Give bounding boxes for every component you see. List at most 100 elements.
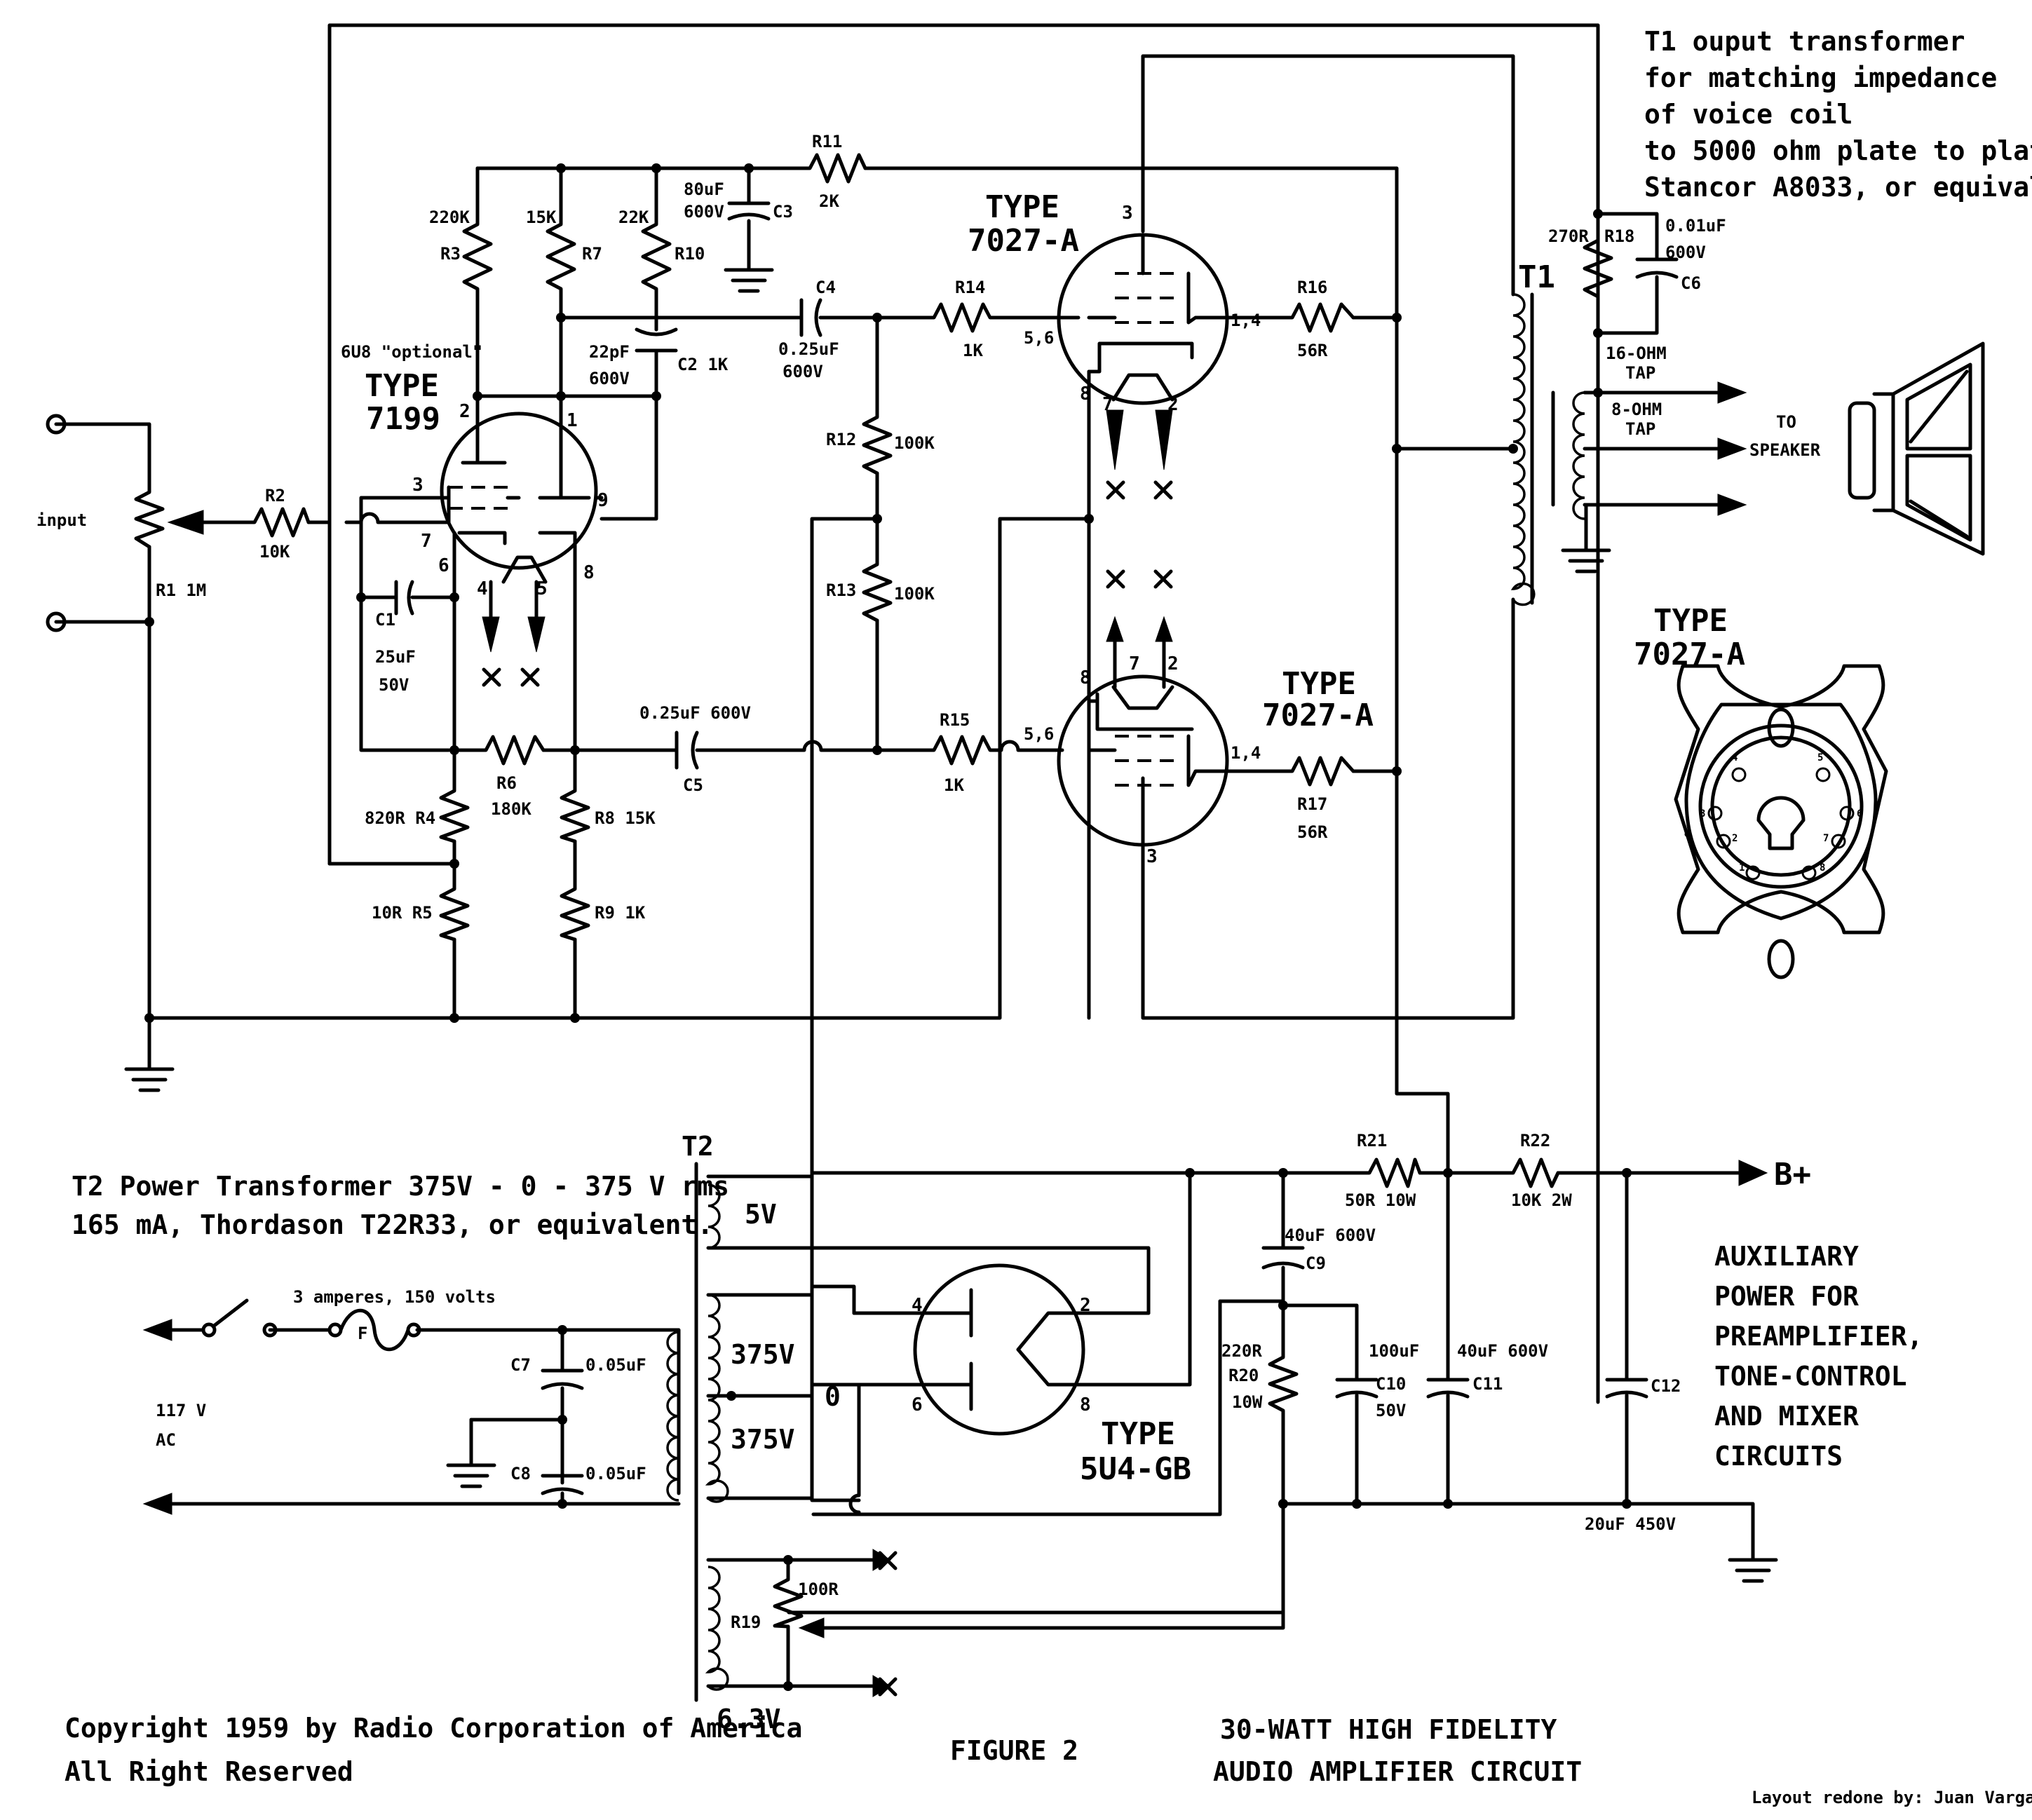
c2-value-2: 600V (589, 369, 630, 388)
r19-value: 100R (798, 1580, 839, 1599)
v1-pin-6: 6 (438, 555, 449, 576)
resistor-r4 (439, 783, 470, 843)
pre-optional: 6U8 "optional" (341, 342, 482, 362)
r3-label: R3 (440, 244, 461, 264)
grounds (124, 264, 1778, 1583)
c4-value-1: 0.25uF (778, 339, 839, 359)
speaker-icon (1848, 341, 1985, 556)
pin-label-14-top: 1,4 (1231, 311, 1261, 330)
resistor-r16 (1285, 302, 1355, 333)
pin-label-56-bottom: 5,6 (1024, 724, 1054, 744)
transformer-t1 (1510, 292, 1585, 606)
r13-value: 100K (894, 584, 935, 604)
v2-model: 7027-A (968, 223, 1079, 259)
pin-numbers: 2 1 3 9 7 6 4 5 8 3 8 7 2 8 7 2 3 4 2 6 … (412, 203, 1862, 1415)
notes: T1 ouput transformer for matching impeda… (65, 26, 2032, 1807)
title-1: 30-WATT HIGH FIDELITY (1220, 1714, 1557, 1745)
arrow-icon (527, 616, 546, 653)
socket-pin-6: 6 (1857, 808, 1862, 820)
r10-value: 22K (618, 208, 649, 227)
aux-note-3: PREAMPLIFIER, (1714, 1321, 1923, 1352)
c11-value: 40uF 600V (1457, 1341, 1548, 1361)
switch-icon (201, 1298, 278, 1338)
v3-model: 7027-A (1262, 698, 1374, 733)
c10-value: 100uF (1369, 1341, 1419, 1361)
r12-label: R12 (826, 430, 856, 449)
rect-pin-4: 4 (912, 1295, 923, 1316)
v1-pin-3: 3 (412, 475, 424, 496)
c2-value-1: 22pF (589, 342, 630, 362)
input-terminals (46, 414, 67, 632)
resistor-r2 (247, 507, 311, 538)
r18-label: R18 (1604, 226, 1634, 246)
v3-type: TYPE (1282, 666, 1356, 702)
ground-icon (446, 1460, 496, 1488)
aux-note-4: TONE-CONTROL (1714, 1361, 1907, 1392)
r12-value: 100K (894, 433, 935, 453)
v1-pin-2: 2 (459, 401, 470, 422)
c12-label: C12 (1651, 1376, 1681, 1396)
c4-value-2: 600V (783, 362, 823, 381)
c5-value: 0.25uF 600V (639, 703, 751, 723)
t2-5v: 5V (745, 1199, 777, 1230)
resistor-r10 (641, 208, 672, 297)
v1-pin-8: 8 (583, 562, 595, 583)
v3-pin-8: 8 (1080, 667, 1091, 688)
v1-pin-5: 5 (536, 578, 548, 599)
c1-label: C1 (375, 610, 395, 630)
v3-pin-2: 2 (1167, 653, 1179, 674)
c4-label: C4 (815, 278, 836, 297)
arrow-icon (1155, 409, 1173, 470)
labels: input R1 1M R2 10K 220K R3 15K R7 22K R1… (36, 132, 1821, 1734)
r14-value: 1K (963, 341, 983, 360)
c3-label: C3 (773, 202, 793, 222)
arrow-icon (1717, 494, 1747, 516)
r15-value: 1K (944, 775, 964, 795)
c1-value-2: 50V (379, 675, 409, 695)
c7-value: 0.05uF (585, 1355, 646, 1375)
v1-type: TYPE (365, 368, 439, 404)
title-2: AUDIO AMPLIFIER CIRCUIT (1213, 1756, 1582, 1787)
t1-note-5: Stancor A8033, or equivalent. (1644, 172, 2032, 203)
tube-v3-bottom-7027a (1057, 616, 1231, 847)
c9-value: 40uF 600V (1285, 1225, 1376, 1245)
c6-value-1: 0.01uF (1665, 216, 1726, 236)
socket-pin-2: 2 (1732, 833, 1738, 844)
speaker-label-1: TO (1776, 412, 1796, 432)
resistor-r19 (773, 1572, 804, 1629)
t1-note-4: to 5000 ohm plate to plate (1644, 135, 2032, 166)
c3-value-1: 80uF (684, 179, 724, 199)
t2-375v-a: 375V (731, 1339, 795, 1370)
arrow-icon (142, 1319, 172, 1341)
c7-label: C7 (510, 1355, 531, 1375)
socket-pin-5: 5 (1817, 752, 1823, 763)
r6-value: 180K (491, 799, 531, 819)
aux-note-6: CIRCUITS (1714, 1441, 1843, 1472)
pot-wipers (167, 510, 1285, 1638)
c5-label: C5 (683, 775, 703, 795)
speaker-label-2: SPEAKER (1749, 440, 1821, 460)
aux-note-5: AND MIXER (1714, 1401, 1859, 1432)
v2-type: TYPE (985, 189, 1059, 225)
r7-value: 15K (526, 208, 557, 227)
t2-label: T2 (682, 1131, 714, 1162)
resistor-r9 (560, 881, 590, 942)
r18-value: 270R (1548, 226, 1589, 246)
fuse-label: F (358, 1324, 367, 1343)
t1-label: T1 (1518, 259, 1555, 295)
r17-label: R17 (1297, 794, 1327, 814)
socket-pin-1: 1 (1739, 862, 1745, 874)
r21-label: R21 (1357, 1131, 1387, 1150)
resistor-r21 (1362, 1157, 1422, 1188)
rect-pin-8: 8 (1080, 1394, 1091, 1415)
copyright-1: Copyright 1959 by Radio Corporation of A… (65, 1713, 802, 1744)
credit: Layout redone by: Juan Vargas (1752, 1788, 2032, 1807)
r8-label: R8 15K (595, 808, 656, 828)
r3-value: 220K (429, 208, 470, 227)
r6-label: R6 (496, 773, 517, 793)
r17-value: 56R (1297, 822, 1328, 842)
capacitors (394, 201, 1679, 1495)
t2-note-2: 165 mA, Thordason T22R33, or equivalent. (72, 1209, 713, 1240)
